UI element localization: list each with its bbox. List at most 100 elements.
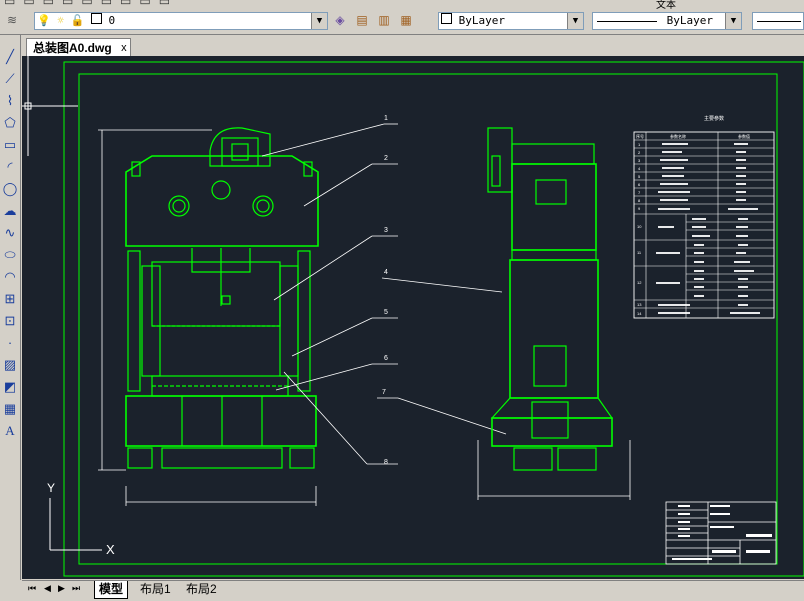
lineweight-combo[interactable] bbox=[752, 12, 804, 30]
svg-text:9: 9 bbox=[638, 206, 641, 211]
svg-text:14: 14 bbox=[637, 311, 642, 316]
model-space-canvas[interactable]: 1 2 3 4 5 6 7 8 bbox=[22, 56, 804, 579]
layer-previous-icon[interactable]: ▤ bbox=[356, 13, 368, 27]
linetype-value: ByLayer bbox=[666, 14, 713, 27]
front-view[interactable] bbox=[125, 127, 319, 469]
svg-text:4: 4 bbox=[638, 166, 641, 171]
table-icon[interactable]: ▦ bbox=[3, 401, 17, 416]
layer-name: 0 bbox=[108, 14, 116, 27]
balloon-1: 1 bbox=[384, 115, 388, 122]
polyline-icon[interactable]: ⌇ bbox=[6, 93, 14, 108]
drawing-svg[interactable]: 1 2 3 4 5 6 7 8 bbox=[22, 56, 804, 579]
sun-icon[interactable]: ☼ bbox=[57, 14, 64, 27]
svg-text:6: 6 bbox=[638, 182, 641, 187]
lightbulb-icon[interactable]: 💡 bbox=[37, 14, 51, 27]
document-title: 总装图A0.dwg bbox=[33, 41, 112, 55]
text-icon[interactable]: A bbox=[5, 423, 15, 438]
last-tab-icon[interactable]: ⏭ bbox=[72, 583, 81, 593]
ellipse-arc-icon[interactable]: ◠ bbox=[4, 269, 16, 284]
layer-states-icon[interactable]: ▥ bbox=[378, 13, 390, 27]
linetype-sample bbox=[597, 21, 657, 22]
layer-color-icon bbox=[90, 13, 102, 24]
svg-text:11: 11 bbox=[637, 250, 642, 255]
svg-text:1: 1 bbox=[638, 142, 641, 147]
lineweight-sample bbox=[757, 21, 801, 22]
svg-text:2: 2 bbox=[638, 150, 641, 155]
insert-block-icon[interactable]: ⊞ bbox=[4, 291, 16, 306]
arc-icon[interactable]: ◜ bbox=[7, 159, 13, 174]
layer-combo[interactable]: 💡 ☼ 🔓 0 ▼ bbox=[34, 12, 328, 30]
title-block-marks bbox=[672, 505, 772, 560]
balloon-6: 6 bbox=[384, 355, 388, 362]
line-icon[interactable]: ╱ bbox=[6, 49, 14, 64]
balloon-3: 3 bbox=[384, 227, 388, 234]
lock-icon[interactable]: 🔓 bbox=[70, 14, 85, 27]
top-text-style[interactable]: 文本 bbox=[656, 0, 676, 11]
balloon-2: 2 bbox=[384, 155, 388, 162]
make-current-icon[interactable]: ◈ bbox=[335, 13, 345, 27]
leader-lines bbox=[261, 123, 507, 465]
table-title: 主要参数 bbox=[704, 115, 724, 122]
next-tab-icon[interactable]: ▶ bbox=[58, 583, 65, 593]
balloon-7: 7 bbox=[382, 389, 386, 396]
ucs-x-label: X bbox=[106, 542, 115, 557]
layer-match-icon[interactable]: ▦ bbox=[400, 13, 412, 27]
table-header: 序号 参数名称 参数值 bbox=[636, 133, 750, 139]
svg-text:12: 12 bbox=[637, 280, 642, 285]
tab-model[interactable]: 模型 bbox=[94, 581, 129, 599]
color-combo[interactable]: ByLayer ▼ bbox=[438, 12, 584, 30]
balloon-4: 4 bbox=[384, 269, 388, 276]
first-tab-icon[interactable]: ⏮ bbox=[28, 583, 37, 593]
chevron-down-icon[interactable]: ▼ bbox=[311, 13, 327, 29]
tab-layout1[interactable]: 布局1 bbox=[140, 582, 171, 596]
side-view[interactable] bbox=[487, 127, 614, 471]
ucs-icon bbox=[49, 498, 102, 551]
circle-icon[interactable]: ◯ bbox=[2, 181, 18, 196]
toolbar-icons-strip[interactable]: ▭▭▭▭▭▭▭▭▭ bbox=[4, 0, 179, 8]
crosshair-cursor bbox=[22, 56, 78, 156]
color-value: ByLayer bbox=[458, 14, 505, 27]
rectangle-icon[interactable]: ▭ bbox=[3, 137, 17, 152]
point-icon[interactable]: · bbox=[7, 335, 13, 350]
prev-tab-icon[interactable]: ◀ bbox=[44, 583, 51, 593]
linetype-combo[interactable]: ByLayer ▼ bbox=[592, 12, 742, 30]
svg-text:3: 3 bbox=[638, 158, 641, 163]
svg-text:7: 7 bbox=[638, 190, 641, 195]
layer-manager-icon[interactable]: ≋ bbox=[6, 13, 18, 27]
parameter-table: 主要参数 bbox=[633, 115, 775, 319]
table-cell-marks bbox=[656, 143, 760, 314]
close-icon[interactable]: x bbox=[121, 42, 127, 54]
side-view-dimensions bbox=[477, 440, 631, 500]
make-block-icon[interactable]: ⊡ bbox=[4, 313, 16, 328]
chevron-down-icon[interactable]: ▼ bbox=[725, 13, 741, 29]
revision-cloud-icon[interactable]: ☁ bbox=[3, 203, 17, 218]
region-icon[interactable]: ◩ bbox=[3, 379, 17, 394]
balloon-5: 5 bbox=[384, 309, 388, 316]
svg-text:5: 5 bbox=[638, 174, 641, 179]
hatch-icon[interactable]: ▨ bbox=[3, 357, 17, 372]
header-name: 参数名称 bbox=[670, 133, 686, 139]
color-swatch bbox=[441, 13, 452, 24]
header-value: 参数值 bbox=[738, 133, 750, 139]
table-row-lines bbox=[634, 139, 774, 309]
chevron-down-icon[interactable]: ▼ bbox=[567, 13, 583, 29]
sheet-inner-border bbox=[78, 73, 778, 565]
spline-icon[interactable]: ∿ bbox=[4, 225, 16, 240]
layout-tab-bar: ⏮ ◀ ▶ ⏭ 模型 布局1 布局2 bbox=[22, 580, 804, 601]
svg-text:10: 10 bbox=[637, 224, 642, 229]
layers-toolbar: ≋ 💡 ☼ 🔓 0 ▼ ◈ ▤ ▥ ▦ ByLayer ▼ ByLayer ▼ bbox=[0, 10, 804, 35]
sheet-outer-border bbox=[63, 61, 804, 577]
svg-text:8: 8 bbox=[638, 198, 641, 203]
document-tab[interactable]: 总装图A0.dwg x bbox=[26, 38, 131, 57]
header-index: 序号 bbox=[636, 133, 644, 139]
polygon-icon[interactable]: ⬠ bbox=[4, 115, 16, 130]
draw-toolbar: ╱ ⟋ ⌇ ⬠ ▭ ◜ ◯ ☁ ∿ ⬭ ◠ ⊞ ⊡ · ▨ ◩ ▦ A bbox=[0, 35, 21, 580]
construction-line-icon[interactable]: ⟋ bbox=[5, 71, 15, 86]
front-view-dimensions bbox=[98, 129, 317, 506]
balloon-labels: 1 2 3 4 5 6 7 8 bbox=[382, 115, 388, 466]
balloon-8: 8 bbox=[384, 459, 388, 466]
ellipse-icon[interactable]: ⬭ bbox=[4, 247, 16, 262]
title-block bbox=[665, 501, 777, 565]
tab-layout2[interactable]: 布局2 bbox=[186, 582, 217, 596]
table-row-numbers: 1 2 3 4 5 6 7 8 9 10 11 12 13 14 bbox=[637, 142, 642, 316]
